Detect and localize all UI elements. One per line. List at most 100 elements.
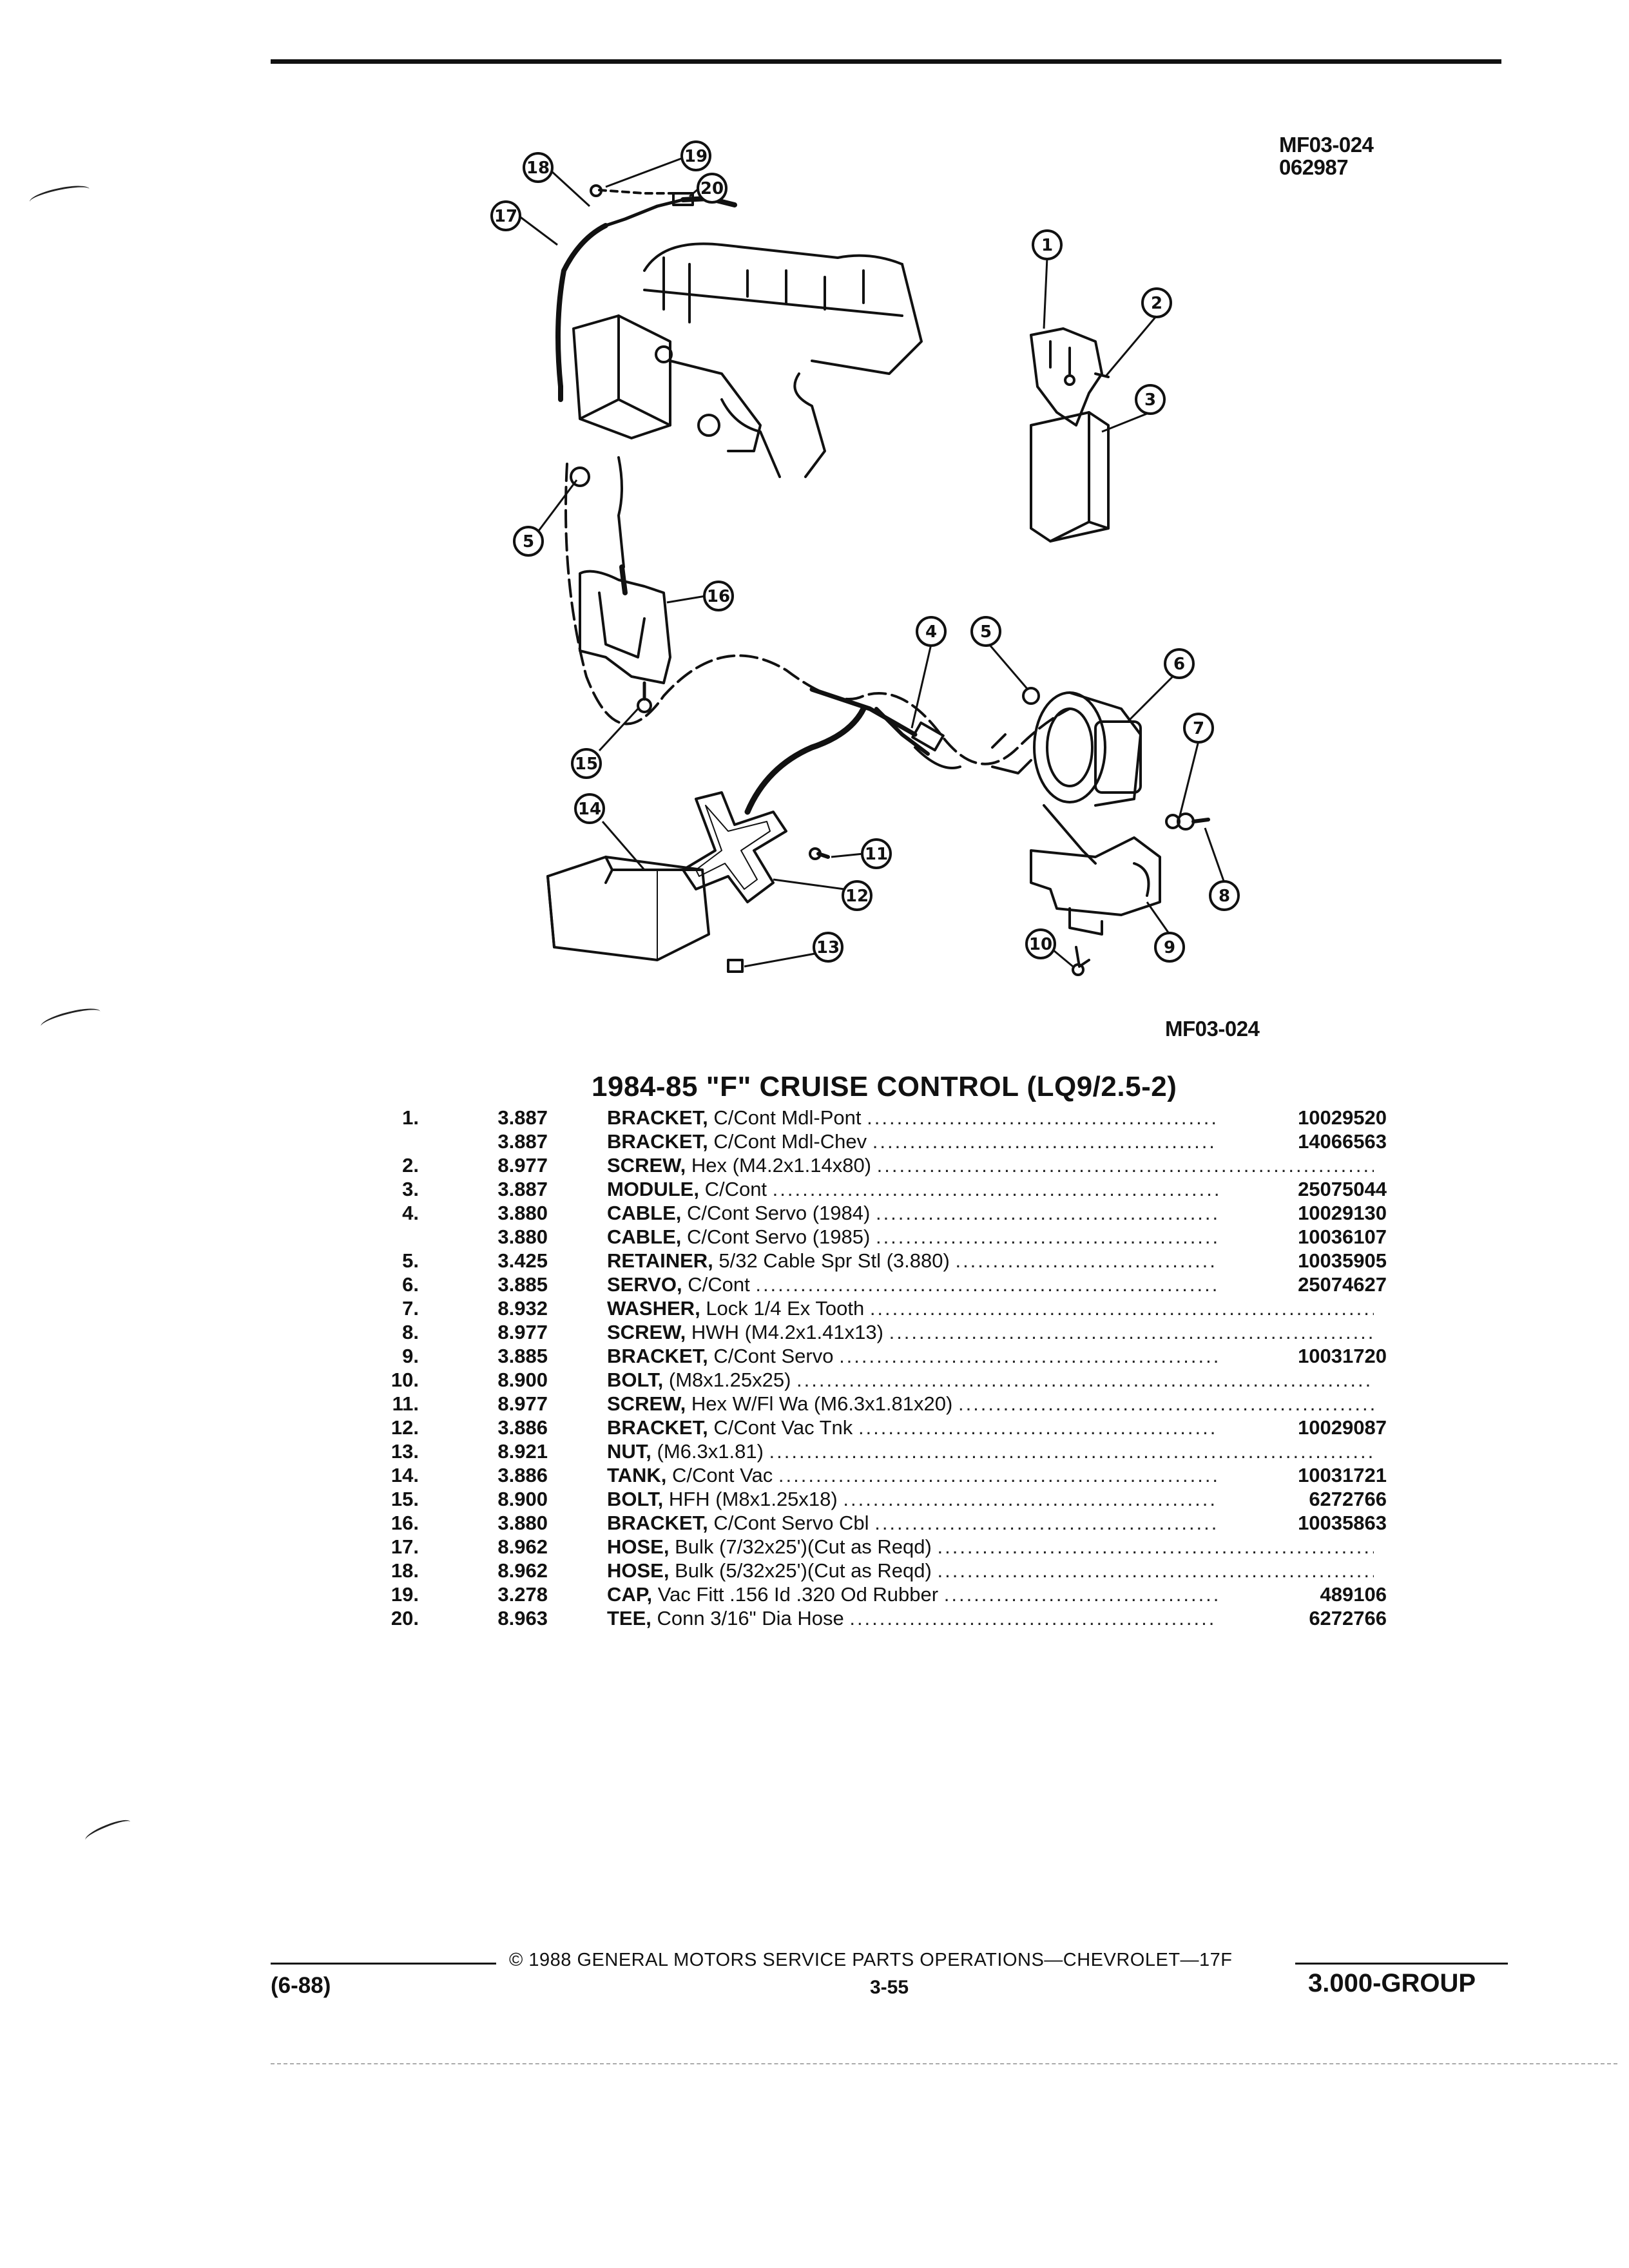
group-number: 3.886 — [497, 1464, 548, 1486]
part-name: RETAINER, — [607, 1249, 713, 1272]
group-number: 8.900 — [497, 1369, 548, 1391]
part-spec: (M6.3x1.81) — [657, 1440, 764, 1463]
group-number: 3.887 — [497, 1130, 548, 1153]
dot-leader: ........................................… — [889, 1321, 1374, 1343]
part-spec: C/Cont Servo — [713, 1345, 834, 1367]
item-number: 6. — [402, 1273, 419, 1296]
dot-leader: ........................................… — [937, 1535, 1374, 1558]
group-number: 8.962 — [497, 1559, 548, 1582]
part-name: TANK, — [607, 1464, 667, 1486]
callout-20: 20 — [697, 173, 728, 204]
item-number: 12. — [390, 1416, 419, 1439]
part-number: 10035905 — [1218, 1249, 1387, 1273]
group-number: 8.977 — [497, 1392, 548, 1415]
svg-text:12: 12 — [845, 887, 869, 906]
svg-text:5: 5 — [980, 622, 992, 642]
revision-date: (6-88) — [271, 1973, 331, 1998]
part-name: BRACKET, — [607, 1106, 708, 1129]
exploded-parts-diagram: 1 2 3 4 5 5 6 7 8 9 10 11 12 13 14 15 16… — [490, 140, 1240, 976]
item-number: 8. — [402, 1321, 419, 1343]
group-number: 8.962 — [497, 1535, 548, 1558]
part-name: WASHER, — [607, 1297, 700, 1320]
part-spec: HWH (M4.2x1.41x13) — [691, 1321, 883, 1343]
group-number: 3.885 — [497, 1345, 548, 1367]
group-number: 8.932 — [497, 1297, 548, 1320]
item-number: 3. — [402, 1178, 419, 1200]
part-spec: C/Cont Servo (1985) — [687, 1225, 871, 1248]
item-number: 16. — [390, 1512, 419, 1534]
callout-4: 4 — [916, 616, 947, 647]
group-number: 3.887 — [497, 1106, 548, 1129]
dot-leader: ........................................… — [937, 1559, 1374, 1582]
svg-text:10: 10 — [1029, 935, 1052, 954]
part-description: HOSE, Bulk (7/32x25')(Cut as Reqd) .....… — [607, 1535, 1374, 1559]
part-spec: Bulk (7/32x25')(Cut as Reqd) — [675, 1535, 932, 1558]
part-name: NUT, — [607, 1440, 651, 1463]
scan-mark — [83, 1816, 133, 1846]
group-number: 8.921 — [497, 1440, 548, 1463]
group-number: 3.880 — [497, 1202, 548, 1224]
part-name: BOLT, — [607, 1369, 664, 1391]
part-name: SCREW, — [607, 1154, 686, 1177]
callout-15: 15 — [571, 748, 602, 779]
part-description: WASHER, Lock 1/4 Ex Tooth ..............… — [607, 1296, 1374, 1320]
part-name: MODULE, — [607, 1178, 699, 1200]
callout-11: 11 — [861, 838, 892, 869]
part-description: SCREW, Hex W/Fl Wa (M6.3x1.81x20) ......… — [607, 1392, 1374, 1416]
svg-text:11: 11 — [865, 845, 888, 864]
dot-leader: ........................................… — [958, 1392, 1374, 1415]
part-spec: Conn 3/16" Dia Hose — [657, 1607, 844, 1629]
part-spec: C/Cont Servo (1984) — [687, 1202, 871, 1224]
figure-date: 062987 — [1279, 155, 1349, 179]
item-number: 7. — [402, 1297, 419, 1320]
part-name: CABLE, — [607, 1225, 682, 1248]
part-number: 10031720 — [1218, 1344, 1387, 1368]
top-rule — [271, 59, 1501, 64]
item-number: 15. — [390, 1488, 419, 1510]
svg-text:2: 2 — [1151, 294, 1162, 313]
group-number: 3.425 — [497, 1249, 548, 1272]
part-spec: C/Cont Vac Tnk — [713, 1416, 853, 1439]
svg-text:1: 1 — [1041, 236, 1053, 255]
part-number: 6272766 — [1218, 1606, 1387, 1630]
item-number: 17. — [390, 1535, 419, 1558]
svg-text:15: 15 — [575, 754, 598, 774]
item-number: 20. — [390, 1607, 419, 1629]
callout-5b: 5 — [513, 526, 544, 557]
part-name: HOSE, — [607, 1559, 670, 1582]
group-number: 3.278 — [497, 1583, 548, 1606]
part-number: 25075044 — [1218, 1177, 1387, 1201]
group-number: 8.977 — [497, 1154, 548, 1177]
callout-8: 8 — [1209, 880, 1240, 911]
part-name: SCREW, — [607, 1392, 686, 1415]
part-name: TEE, — [607, 1607, 651, 1629]
part-spec: Hex W/Fl Wa (M6.3x1.81x20) — [691, 1392, 953, 1415]
page-number: 3-55 — [870, 1977, 909, 1998]
footer-rule-left — [271, 1963, 496, 1965]
part-spec: Lock 1/4 Ex Tooth — [706, 1297, 865, 1320]
part-name: SERVO, — [607, 1273, 682, 1296]
part-description: SCREW, Hex (M4.2x1.14x80) ..............… — [607, 1153, 1374, 1177]
part-number: 25074627 — [1218, 1273, 1387, 1296]
svg-text:16: 16 — [707, 587, 730, 606]
callout-10: 10 — [1025, 928, 1056, 959]
scan-edge-line — [271, 2063, 1617, 2064]
group-number: 8.977 — [497, 1321, 548, 1343]
part-number: 10029520 — [1218, 1106, 1387, 1129]
callout-13: 13 — [813, 932, 843, 963]
callout-17: 17 — [490, 200, 521, 231]
part-number: 10031721 — [1218, 1463, 1387, 1487]
part-description: HOSE, Bulk (5/32x25')(Cut as Reqd) .....… — [607, 1559, 1374, 1582]
svg-text:17: 17 — [494, 207, 517, 226]
